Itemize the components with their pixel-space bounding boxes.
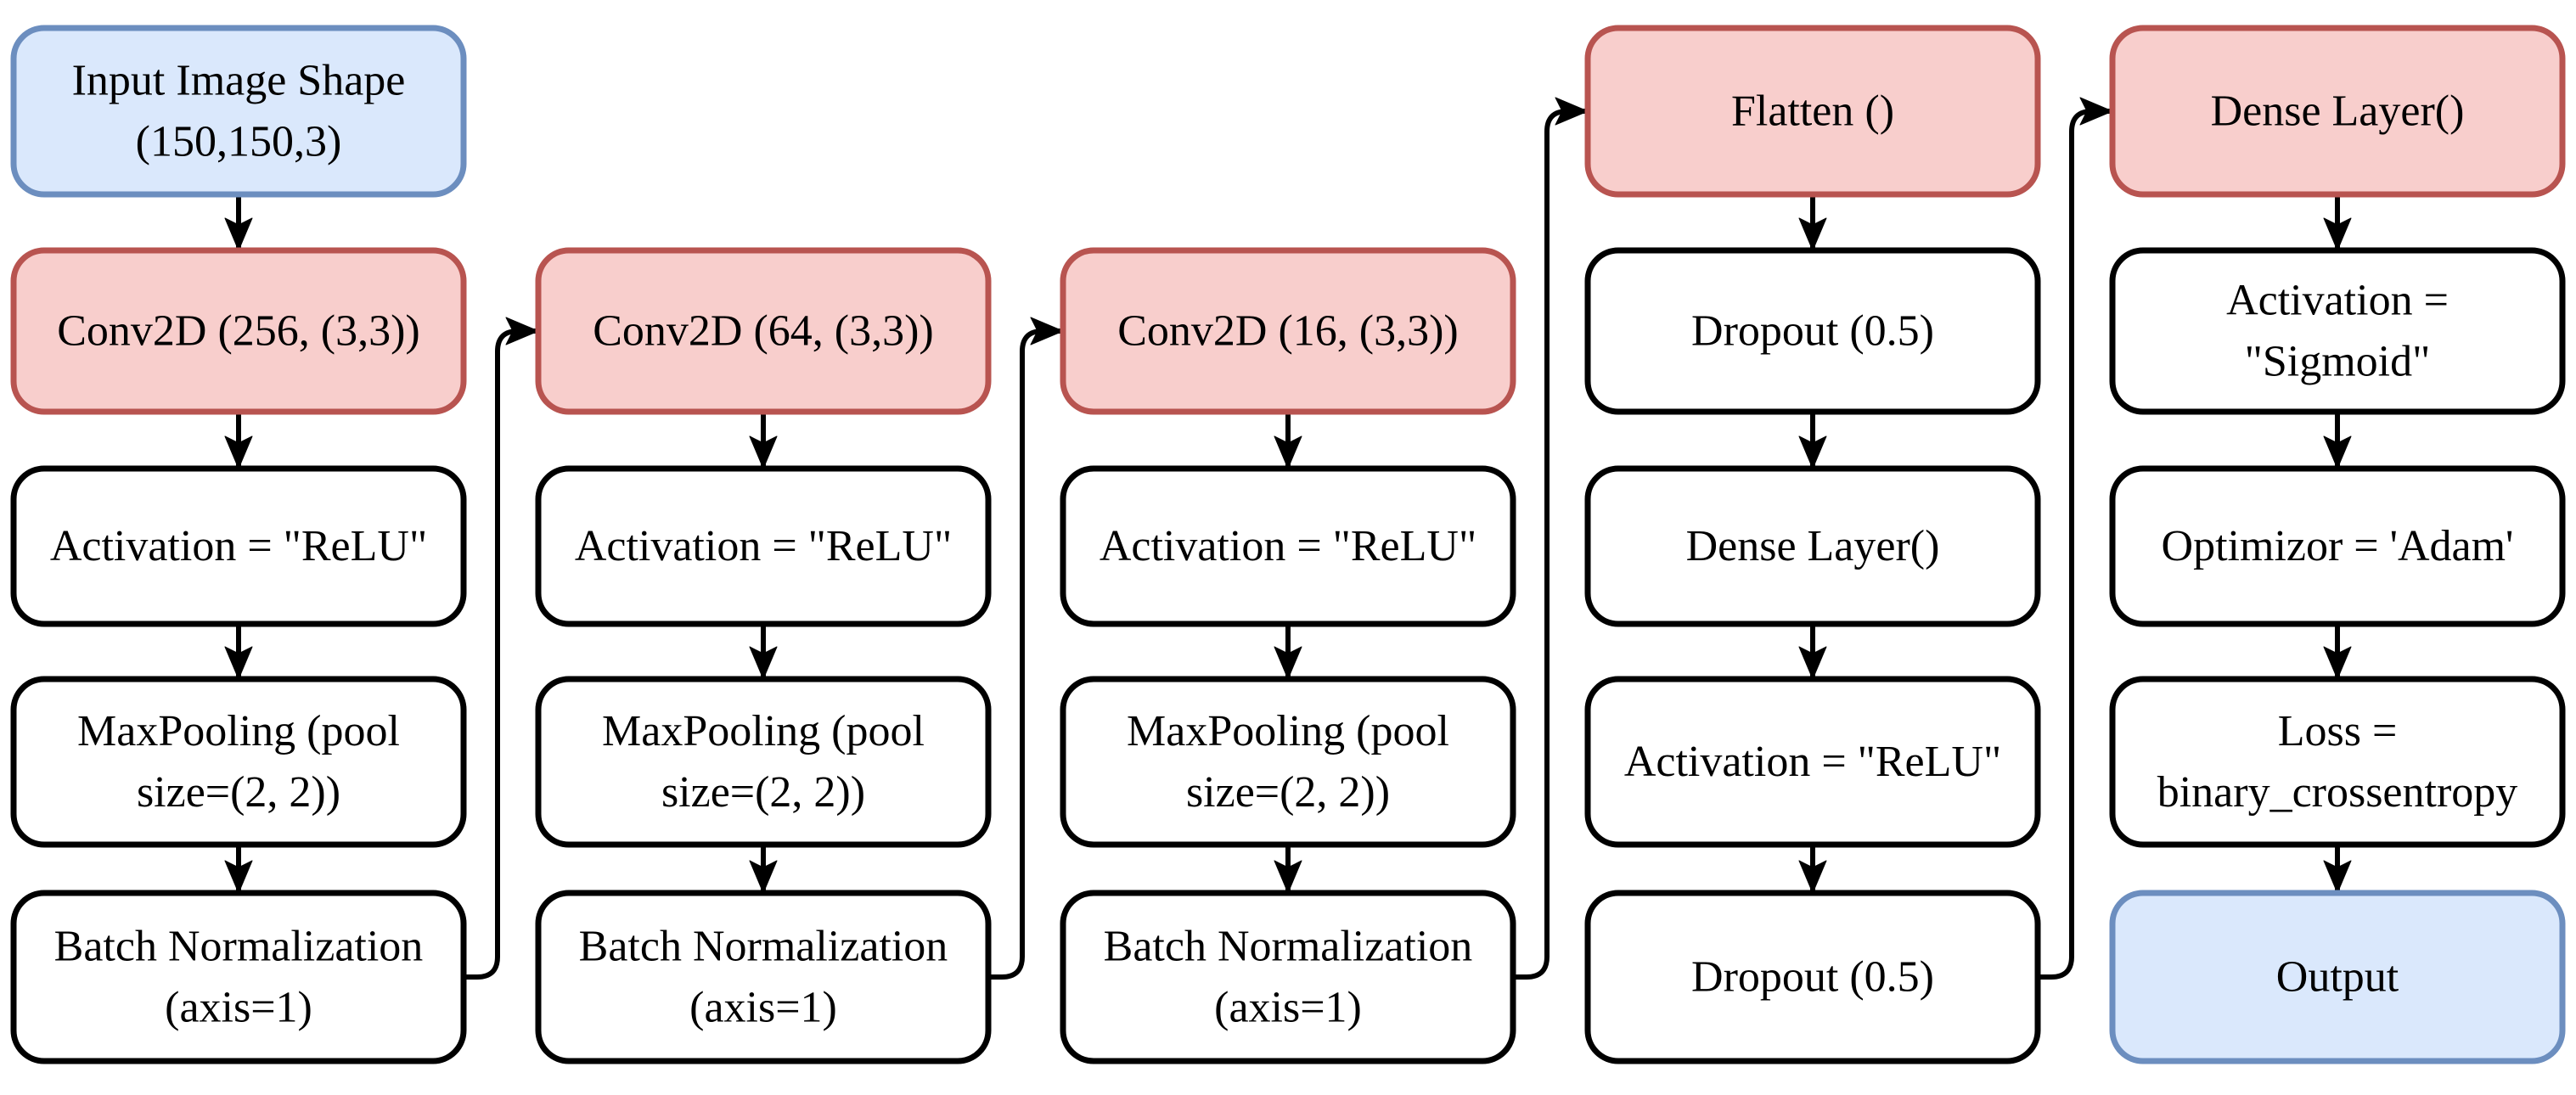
node-relu2: Activation = "ReLU" (535, 465, 992, 627)
edges-layer (224, 97, 2352, 980)
node-box (10, 247, 467, 415)
node-label: (axis=1) (689, 984, 837, 1032)
node-output: Output (2109, 890, 2566, 1064)
node-label: binary_crossentropy (2157, 768, 2518, 817)
node-label: Batch Normalization (1104, 923, 1473, 971)
node-label: Activation = "ReLU" (1624, 738, 2001, 786)
node-pool2: MaxPooling (pool size=(2, 2)) (535, 676, 992, 848)
node-label: Activation = "ReLU" (50, 522, 427, 570)
node-box (1060, 676, 1516, 848)
node-box (1584, 25, 2041, 198)
node-optimizer: Optimizor = 'Adam' (2109, 465, 2566, 627)
node-label: Conv2D (256, (3,3)) (57, 307, 420, 356)
node-box (535, 247, 992, 415)
node-label: Conv2D (16, (3,3)) (1117, 307, 1459, 356)
node-conv16: Conv2D (16, (3,3)) (1060, 247, 1516, 415)
node-label: (150,150,3) (136, 118, 342, 166)
node-label: Dense Layer() (1686, 522, 1940, 570)
node-box (1060, 465, 1516, 627)
node-label: Batch Normalization (54, 923, 424, 971)
node-label: Output (2276, 953, 2399, 1002)
node-label: Activation = (2226, 277, 2449, 325)
node-label: MaxPooling (pool (1127, 707, 1449, 755)
node-relu3: Activation = "ReLU" (1060, 465, 1516, 627)
nodes-layer: Input Image Shape (150,150,3) Conv2D (256,… (10, 25, 2566, 1064)
node-label: (axis=1) (1214, 984, 1362, 1032)
node-box (1584, 890, 2041, 1064)
node-bn1: Batch Normalization (axis=1) (10, 890, 467, 1064)
node-conv64: Conv2D (64, (3,3)) (535, 247, 992, 415)
node-label: Batch Normalization (579, 923, 948, 971)
node-dropout2: Dropout (0.5) (1584, 890, 2041, 1064)
node-box (10, 890, 467, 1064)
node-label: (axis=1) (165, 984, 312, 1032)
node-box (535, 676, 992, 848)
node-box (1060, 890, 1516, 1064)
node-box (1584, 247, 2041, 415)
node-label: MaxPooling (pool (77, 707, 400, 755)
node-label: Input Image Shape (72, 57, 406, 105)
node-box (2109, 890, 2566, 1064)
edge-dropout2-dense2 (2038, 97, 2113, 980)
edge-bn1-conv64 (464, 317, 539, 980)
node-bn3: Batch Normalization (axis=1) (1060, 890, 1516, 1064)
node-box (2109, 25, 2566, 198)
node-pool3: MaxPooling (pool size=(2, 2)) (1060, 676, 1516, 848)
node-box (2109, 247, 2566, 415)
node-label: Dropout (0.5) (1691, 953, 1934, 1002)
node-box (1584, 465, 2041, 627)
node-sigmoid: Activation = "Sigmoid" (2109, 247, 2566, 415)
node-relu4: Activation = "ReLU" (1584, 676, 2041, 848)
node-label: Dense Layer() (2211, 87, 2465, 136)
node-conv256: Conv2D (256, (3,3)) (10, 247, 467, 415)
node-label: "Sigmoid" (2245, 338, 2431, 386)
node-input: Input Image Shape (150,150,3) (10, 25, 467, 198)
node-label: Loss = (2278, 707, 2398, 755)
node-box (10, 676, 467, 848)
node-label: Optimizor = 'Adam' (2162, 522, 2514, 570)
node-box (1584, 676, 2041, 848)
node-label: Activation = "ReLU" (1100, 522, 1476, 570)
node-loss: Loss = binary_crossentropy (2109, 676, 2566, 848)
node-label: size=(2, 2)) (137, 768, 340, 817)
node-label: Activation = "ReLU" (575, 522, 952, 570)
node-dense1: Dense Layer() (1584, 465, 2041, 627)
node-box (10, 25, 467, 198)
node-label: MaxPooling (pool (602, 707, 925, 755)
node-box (10, 465, 467, 627)
edge-bn2-conv16 (988, 317, 1064, 980)
node-dropout1: Dropout (0.5) (1584, 247, 2041, 415)
node-label: Dropout (0.5) (1691, 307, 1934, 356)
node-label: size=(2, 2)) (661, 768, 865, 817)
node-label: Conv2D (64, (3,3)) (593, 307, 934, 356)
node-box (2109, 676, 2566, 848)
node-box (2109, 465, 2566, 627)
node-box (535, 890, 992, 1064)
node-label: Flatten () (1731, 87, 1894, 136)
edge-bn3-flatten (1513, 97, 1589, 980)
node-pool1: MaxPooling (pool size=(2, 2)) (10, 676, 467, 848)
node-label: size=(2, 2)) (1186, 768, 1390, 817)
node-dense2: Dense Layer() (2109, 25, 2566, 198)
node-box (1060, 247, 1516, 415)
node-box (535, 465, 992, 627)
node-bn2: Batch Normalization (axis=1) (535, 890, 992, 1064)
node-flatten: Flatten () (1584, 25, 2041, 198)
node-relu1: Activation = "ReLU" (10, 465, 467, 627)
